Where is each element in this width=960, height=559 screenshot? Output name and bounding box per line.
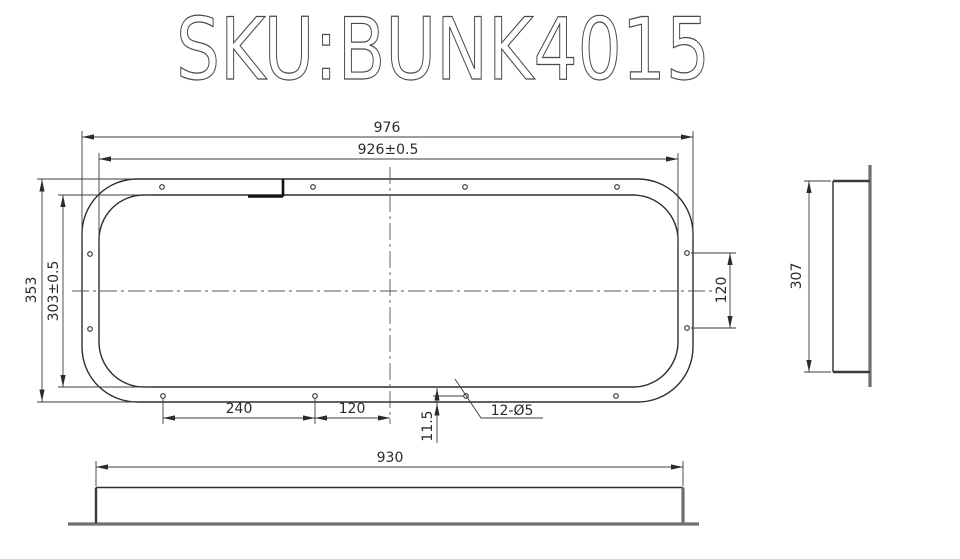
mounting-hole	[613, 393, 619, 399]
mounting-hole	[614, 184, 620, 190]
hole-callout: 12-Ø5	[491, 403, 534, 419]
bottom-dimension	[95, 461, 684, 486]
sku-title: SKU:BUNK4015	[176, 0, 710, 100]
extension-lines	[37, 131, 736, 424]
dimension-lines	[39, 134, 733, 443]
mounting-hole	[87, 326, 93, 332]
dim-side-depth: 307	[789, 263, 805, 290]
bottom-view: 930	[68, 450, 699, 526]
dim-outer-width: 976	[374, 120, 401, 136]
dim-bottom-width: 930	[377, 450, 404, 466]
dim-inner-width: 926±0.5	[358, 142, 419, 158]
frame-outer-outline	[81, 178, 694, 403]
dim-inner-height: 303±0.5	[46, 261, 62, 322]
mounting-hole	[312, 393, 318, 399]
mounting-hole	[160, 393, 166, 399]
dim-bottom-hole-pitch: 240	[226, 401, 253, 417]
hole-callout-leader	[454, 378, 543, 419]
frame-inner-outline	[98, 194, 679, 388]
mounting-holes	[87, 184, 690, 399]
mounting-hole	[462, 184, 468, 190]
side-view: 307	[789, 165, 872, 387]
dim-hole-edge-offset: 11.5	[420, 410, 436, 441]
mounting-hole	[87, 251, 93, 257]
dim-outer-height: 353	[24, 277, 40, 304]
mounting-hole	[684, 325, 690, 331]
side-dimension	[804, 180, 831, 373]
mounting-hole	[310, 184, 316, 190]
dim-bottom-hole-to-center: 120	[339, 401, 366, 417]
frame-joint-seam	[248, 179, 285, 198]
mounting-hole	[684, 250, 690, 256]
dim-side-hole-pitch: 120	[714, 277, 730, 304]
front-view: 976 926±0.5 353 303±0.5 120 240 120 11.5…	[24, 120, 736, 443]
mounting-hole	[159, 184, 165, 190]
